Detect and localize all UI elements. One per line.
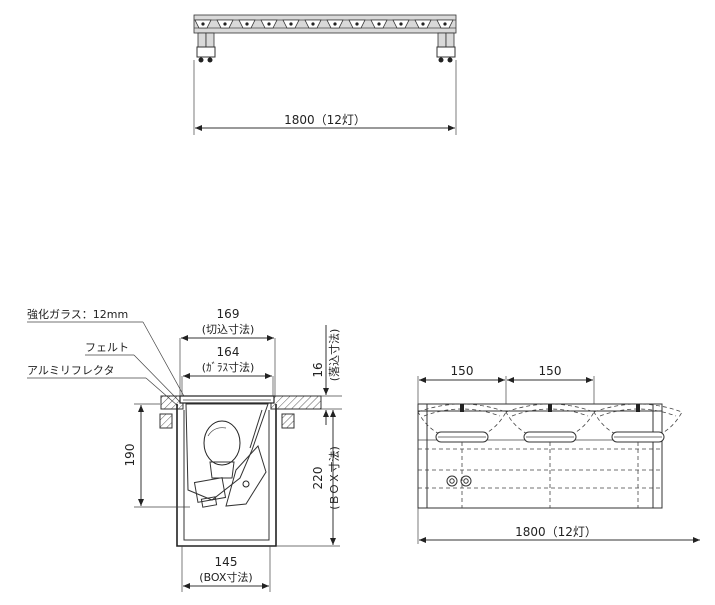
- side-body: [417, 403, 663, 509]
- top-lamp-head: [304, 19, 322, 29]
- box-width-note: (BOX寸法): [199, 570, 252, 584]
- side-connector-1: [446, 475, 458, 487]
- section-view: 強化ガラス：12mm フェルト アルミリフレクタ: [27, 307, 342, 592]
- top-lamp-head: [414, 19, 432, 29]
- drop-dim-note: (落込寸法): [327, 329, 341, 382]
- lamp-socket: [193, 477, 227, 503]
- top-lamp-heads: [194, 19, 454, 29]
- block-right: [281, 413, 295, 429]
- reflector: [185, 403, 269, 501]
- floor-right: [270, 395, 322, 410]
- top-lamp-head: [260, 19, 278, 29]
- top-lamp-head: [282, 19, 300, 29]
- top-lamp-head: [326, 19, 344, 29]
- felt-label: フェルト: [85, 341, 129, 354]
- top-connector-left: [196, 32, 216, 63]
- block-left: [159, 413, 173, 429]
- pitch-1-label: 150: [451, 364, 474, 378]
- top-lamp-head: [370, 19, 388, 29]
- top-lamp-head: [194, 19, 212, 29]
- top-view: 1800（12灯）: [193, 14, 457, 135]
- top-connector-right: [436, 32, 456, 63]
- top-lamp-head: [348, 19, 366, 29]
- height-dim-value: 190: [123, 444, 137, 467]
- glass-dim-note: (ｶﾞﾗｽ寸法): [202, 360, 255, 374]
- side-connector-2: [460, 475, 472, 487]
- reflector-label: アルミリフレクタ: [27, 364, 114, 377]
- pitch-2-label: 150: [539, 364, 562, 378]
- glass-plate: [179, 395, 275, 404]
- mounting-bracket: [225, 445, 267, 507]
- side-lamp-unit: [417, 403, 507, 508]
- side-lamp-unit: [593, 403, 683, 508]
- top-lamp-head: [436, 19, 454, 29]
- top-lamp-bar: [193, 14, 457, 34]
- glass-dim-value: 164: [217, 345, 240, 359]
- box-height-note: (ＢＯＸ寸法): [327, 446, 341, 510]
- top-lamp-head: [392, 19, 410, 29]
- cut-dim-note: (切込寸法): [202, 322, 255, 336]
- side-width-label: 1800（12灯）: [515, 525, 597, 539]
- lamp-bulb: [203, 420, 241, 466]
- box-height-value: 220: [311, 467, 325, 490]
- side-lamp-units: [417, 403, 683, 508]
- top-lamp-head: [216, 19, 234, 29]
- drop-dim-value: 16: [311, 362, 325, 377]
- cut-dim-value: 169: [217, 307, 240, 321]
- side-lamp-unit: [505, 403, 595, 508]
- box-outline: [176, 404, 277, 547]
- top-width-label: 1800（12灯）: [284, 113, 366, 127]
- side-view: 150 150 1800（12灯）: [417, 364, 700, 544]
- box-width-value: 145: [215, 555, 238, 569]
- top-lamp-head: [238, 19, 256, 29]
- glass-label: 強化ガラス：12mm: [27, 307, 128, 321]
